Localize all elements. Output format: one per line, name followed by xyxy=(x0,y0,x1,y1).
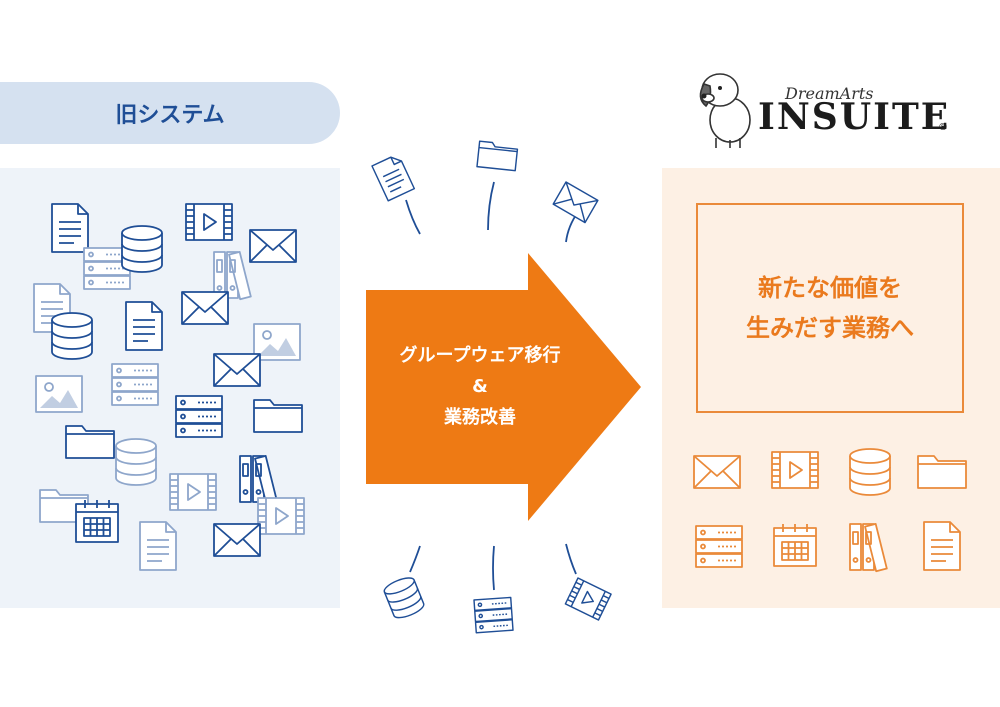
mail-icon xyxy=(552,181,599,224)
old-system-label-text: 旧システム xyxy=(115,103,225,128)
old-system-label: 旧システム xyxy=(0,82,340,144)
logo-insuite-text: INSUITE xyxy=(758,96,951,138)
logo-dreamarts-text: DreamArts xyxy=(785,84,874,103)
video-icon xyxy=(771,451,819,489)
new-value-box: 新たな価値を 生みだす業務へ xyxy=(696,203,964,413)
database-icon xyxy=(381,574,427,622)
value-line1: 新たな価値を xyxy=(758,274,902,302)
arrow-label-line1: グループウェア移行 xyxy=(399,345,561,366)
mail-icon xyxy=(693,455,741,489)
folder-icon xyxy=(917,455,967,489)
motion-lines xyxy=(405,181,579,591)
server-icon xyxy=(473,596,514,634)
video-icon xyxy=(564,577,612,621)
new-system-icons xyxy=(693,448,967,573)
logo-registered-mark: ® xyxy=(938,122,948,133)
server-icon xyxy=(695,525,743,568)
arrow-label-ampersand: & xyxy=(472,376,488,397)
value-line2: 生みだす業務へ xyxy=(746,314,914,342)
document-icon xyxy=(371,153,416,202)
folder-icon xyxy=(476,140,519,172)
database-icon xyxy=(849,448,891,496)
dog-mascot-icon xyxy=(699,73,751,148)
arrow-label: グループウェア移行 & 業務改善 xyxy=(365,340,595,433)
calendar-icon xyxy=(773,523,817,567)
arrow-label-line2: 業務改善 xyxy=(444,407,516,428)
binders-icon xyxy=(849,523,888,573)
insuite-logo: DreamArts INSUITE ® xyxy=(690,60,960,150)
document-icon xyxy=(923,521,961,571)
